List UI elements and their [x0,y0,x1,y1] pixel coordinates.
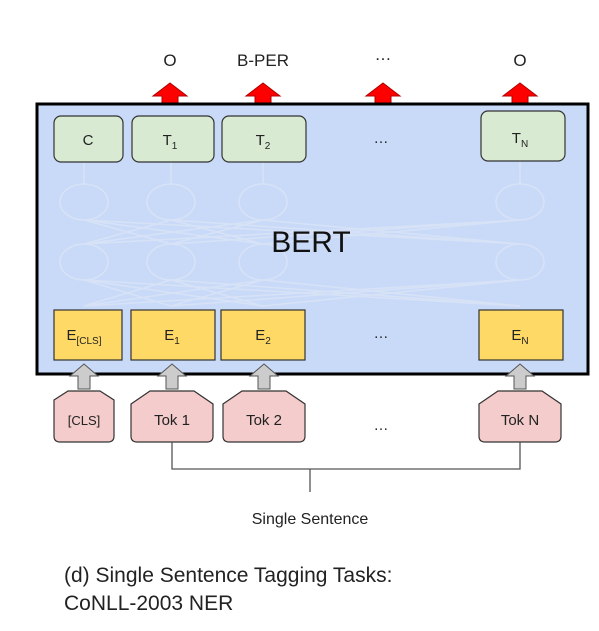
output-token-box [131,115,215,163]
embedding-box [478,309,564,361]
embedding-row: E[CLS] E1 E2 … EN [53,309,564,361]
input-token-box [222,390,306,443]
embedding-token-3: … [374,325,389,342]
input-token-0: [CLS] [68,413,101,428]
input-group-label: Single Sentence [252,511,369,528]
output-token-box [480,110,566,162]
embedding-box [220,309,306,361]
input-token-row: [CLS] Tok 1 Tok 2 … Tok N [53,390,562,443]
output-labels: O B-PER … O [163,45,526,70]
output-label-2: … [375,45,392,64]
input-token-box [478,390,562,443]
embedding-box [130,309,216,361]
embedding-token-4: EN [511,327,528,347]
output-token-4: TN [512,130,528,150]
output-token-0: C [83,132,94,149]
caption-line-2: CoNLL-2003 NER [64,592,234,615]
input-token-2: Tok 2 [246,412,282,429]
figure-caption: (d) Single Sentence Tagging Tasks: CoNLL… [64,562,392,618]
output-token-2: T2 [256,132,271,152]
embedding-token-0: E[CLS] [66,327,101,347]
arrow-up-icon [156,363,188,390]
output-label-0: O [163,51,176,70]
input-token-box [53,390,115,443]
output-token-1: T1 [163,132,178,152]
gray-up-arrows [68,363,536,390]
input-token-box [130,390,214,443]
output-label-1: B-PER [237,51,289,70]
arrow-up-icon [504,363,536,390]
output-token-3: … [374,130,389,147]
red-up-arrows [151,82,539,110]
sentence-bracket [171,442,521,492]
bert-label: BERT [271,226,350,259]
embedding-token-1: E1 [164,327,180,347]
output-token-box [221,115,307,163]
output-token-row: C T1 T2 … TN [53,110,566,163]
input-token-3: … [374,417,389,434]
input-token-4: Tok N [501,412,539,429]
embedding-token-2: E2 [255,327,271,347]
input-token-1: Tok 1 [154,412,190,429]
transformer-network [59,160,545,307]
output-token-box [53,115,124,163]
caption-line-1: (d) Single Sentence Tagging Tasks: [64,564,393,587]
arrow-up-icon [68,363,100,390]
arrow-up-icon [248,363,280,390]
embedding-box [53,309,123,361]
output-label-3: O [513,51,526,70]
